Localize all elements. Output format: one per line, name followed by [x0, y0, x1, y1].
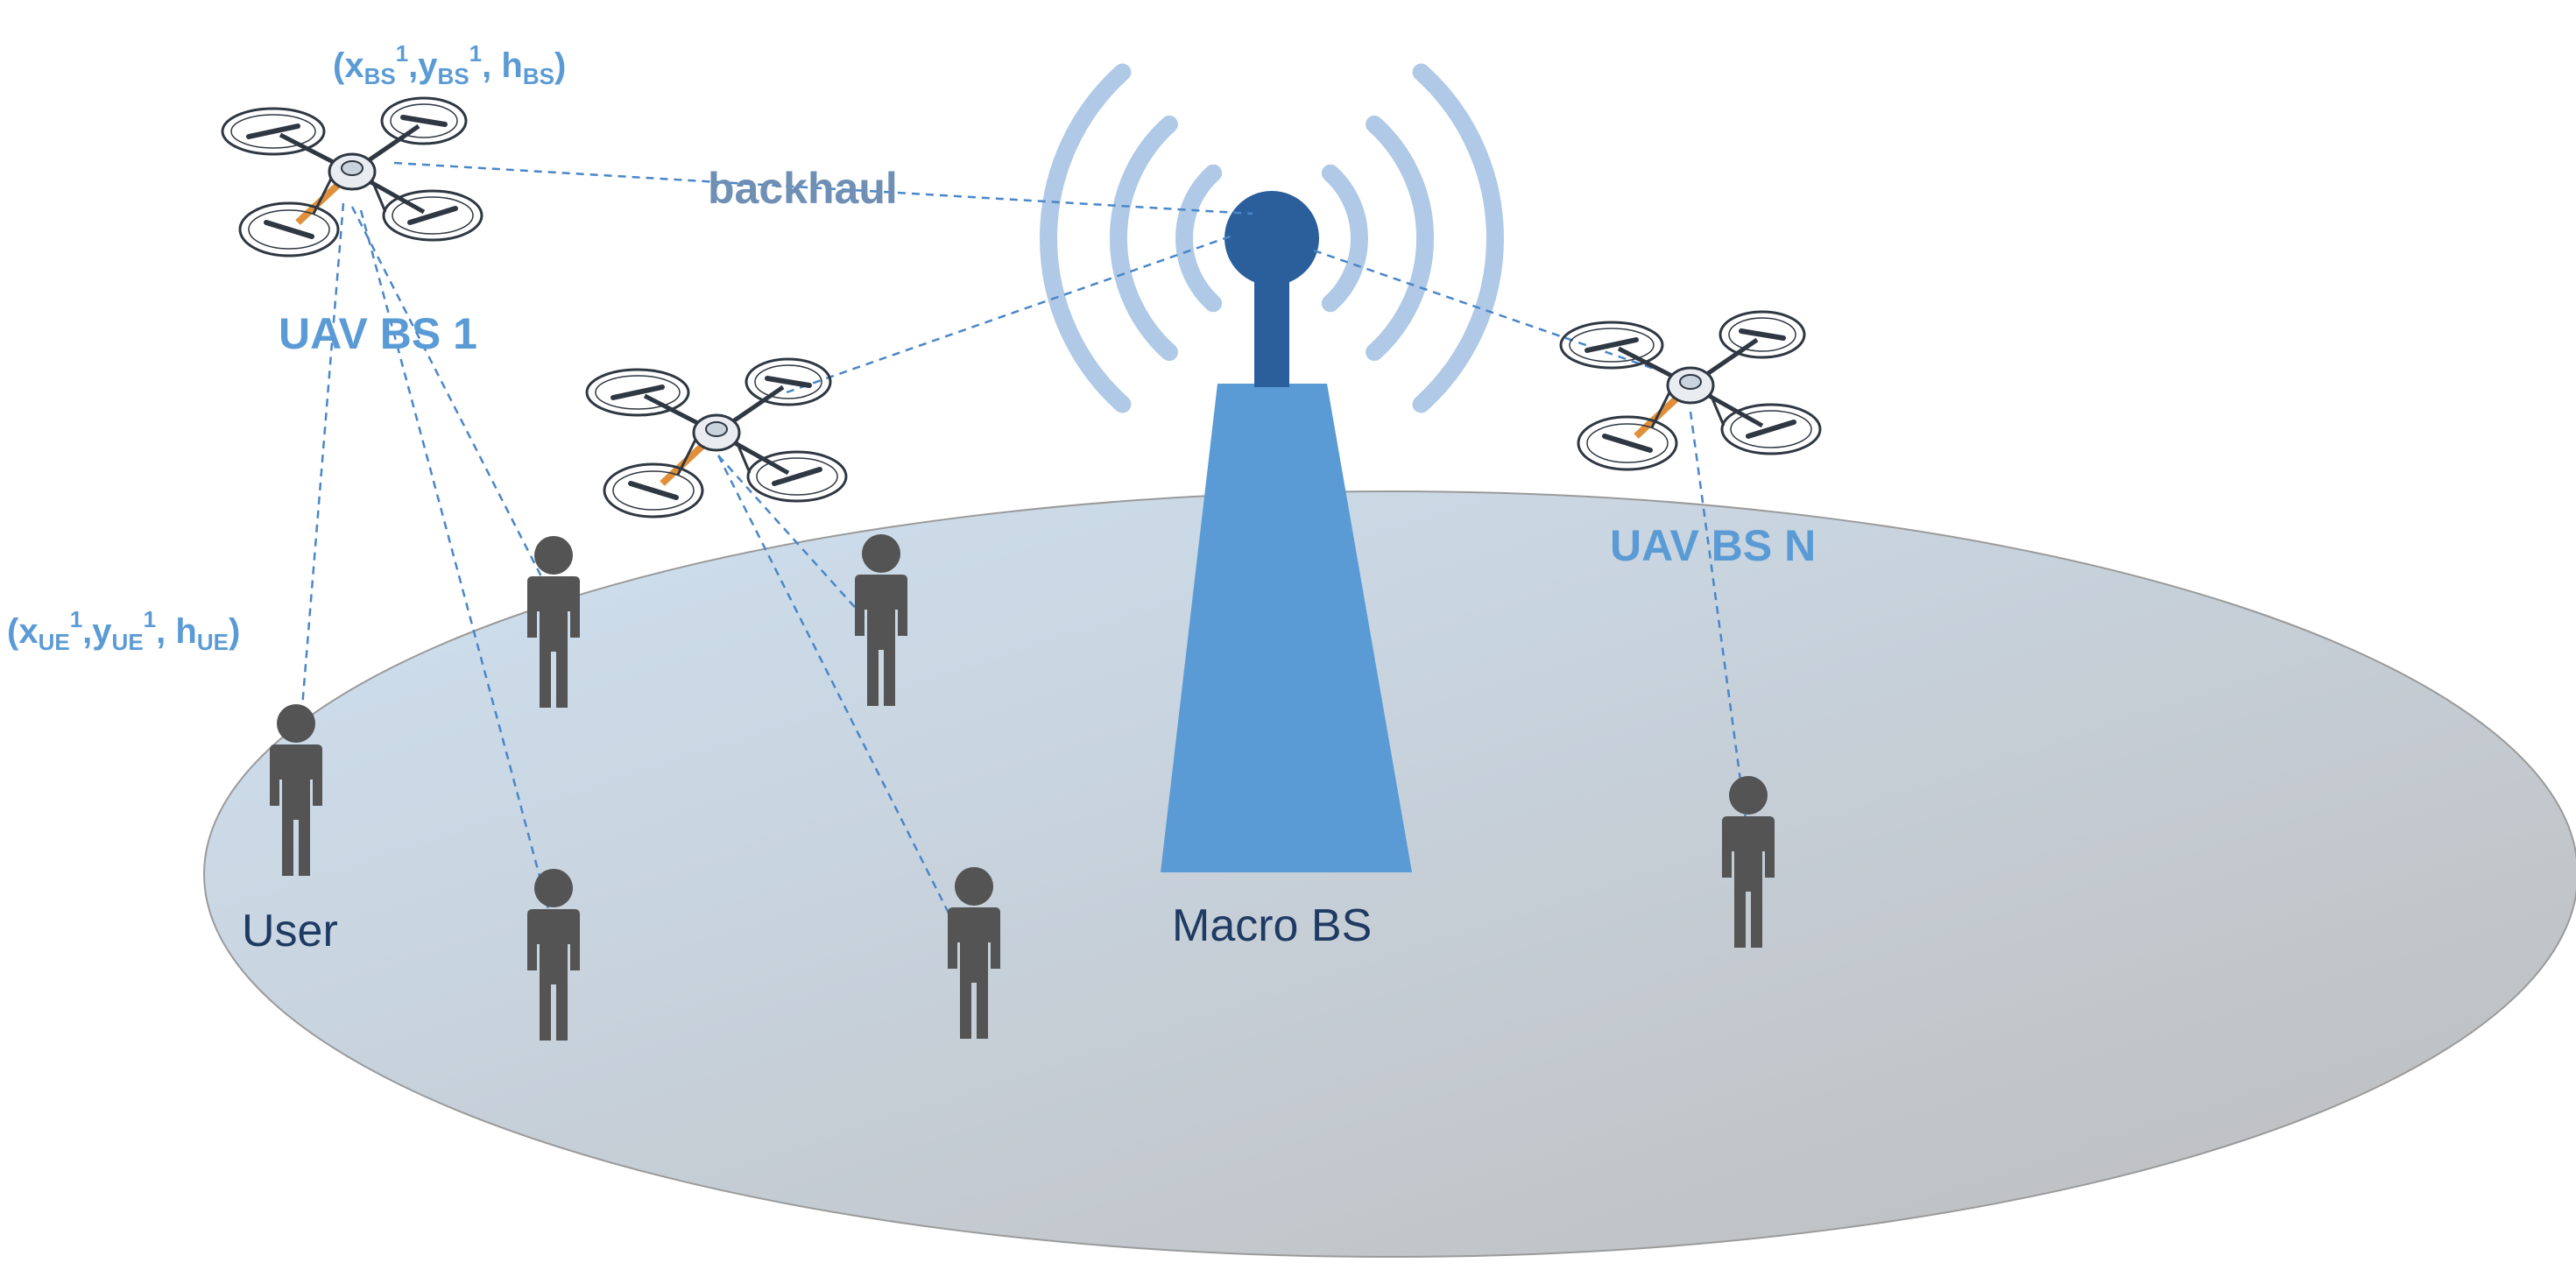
backhaul-link-uavn	[1313, 249, 1683, 380]
signal-wave-left-1	[1175, 164, 1223, 313]
signal-waves	[1040, 63, 1504, 413]
backhaul-label: backhaul	[708, 164, 898, 213]
signal-wave-left-2	[1110, 115, 1178, 362]
uav-bs-1-drone	[222, 98, 482, 256]
user-coordinate-label: (xUE1,yUE1, hUE)	[7, 606, 240, 655]
access-link-uav1-user	[293, 202, 345, 794]
macro-bs-tower	[1161, 191, 1412, 872]
tower-body	[1161, 384, 1412, 872]
access-link-uav1-user3	[359, 209, 555, 929]
access-link-uav1-user2	[350, 206, 549, 589]
coverage-area	[203, 490, 2576, 1258]
access-link-uav2-user4	[717, 455, 877, 631]
access-link-uav2-user5	[716, 455, 976, 964]
uav-bs-2-drone	[587, 359, 846, 517]
tower-antenna-head	[1224, 191, 1319, 286]
signal-wave-right-3	[1412, 63, 1504, 413]
uav-bs-n-drone	[1561, 312, 1820, 469]
backhaul-link-uav2	[786, 233, 1236, 394]
macro-bs-label: Macro BS	[1172, 900, 1372, 951]
uav-bs-n-label: UAV BS N	[1610, 521, 1816, 570]
signal-wave-left-3	[1040, 63, 1132, 413]
access-link-uavn-user6	[1689, 411, 1749, 833]
backhaul-link-uav1	[393, 161, 1253, 215]
wireless-links	[293, 161, 1749, 964]
user-label: User	[242, 906, 338, 956]
uav-bs-1-label: UAV BS 1	[279, 309, 477, 358]
uav-bs-coordinate-label: (xBS1,yBS1, hBS)	[333, 40, 566, 89]
signal-wave-right-1	[1321, 164, 1368, 313]
signal-wave-right-2	[1366, 115, 1434, 362]
